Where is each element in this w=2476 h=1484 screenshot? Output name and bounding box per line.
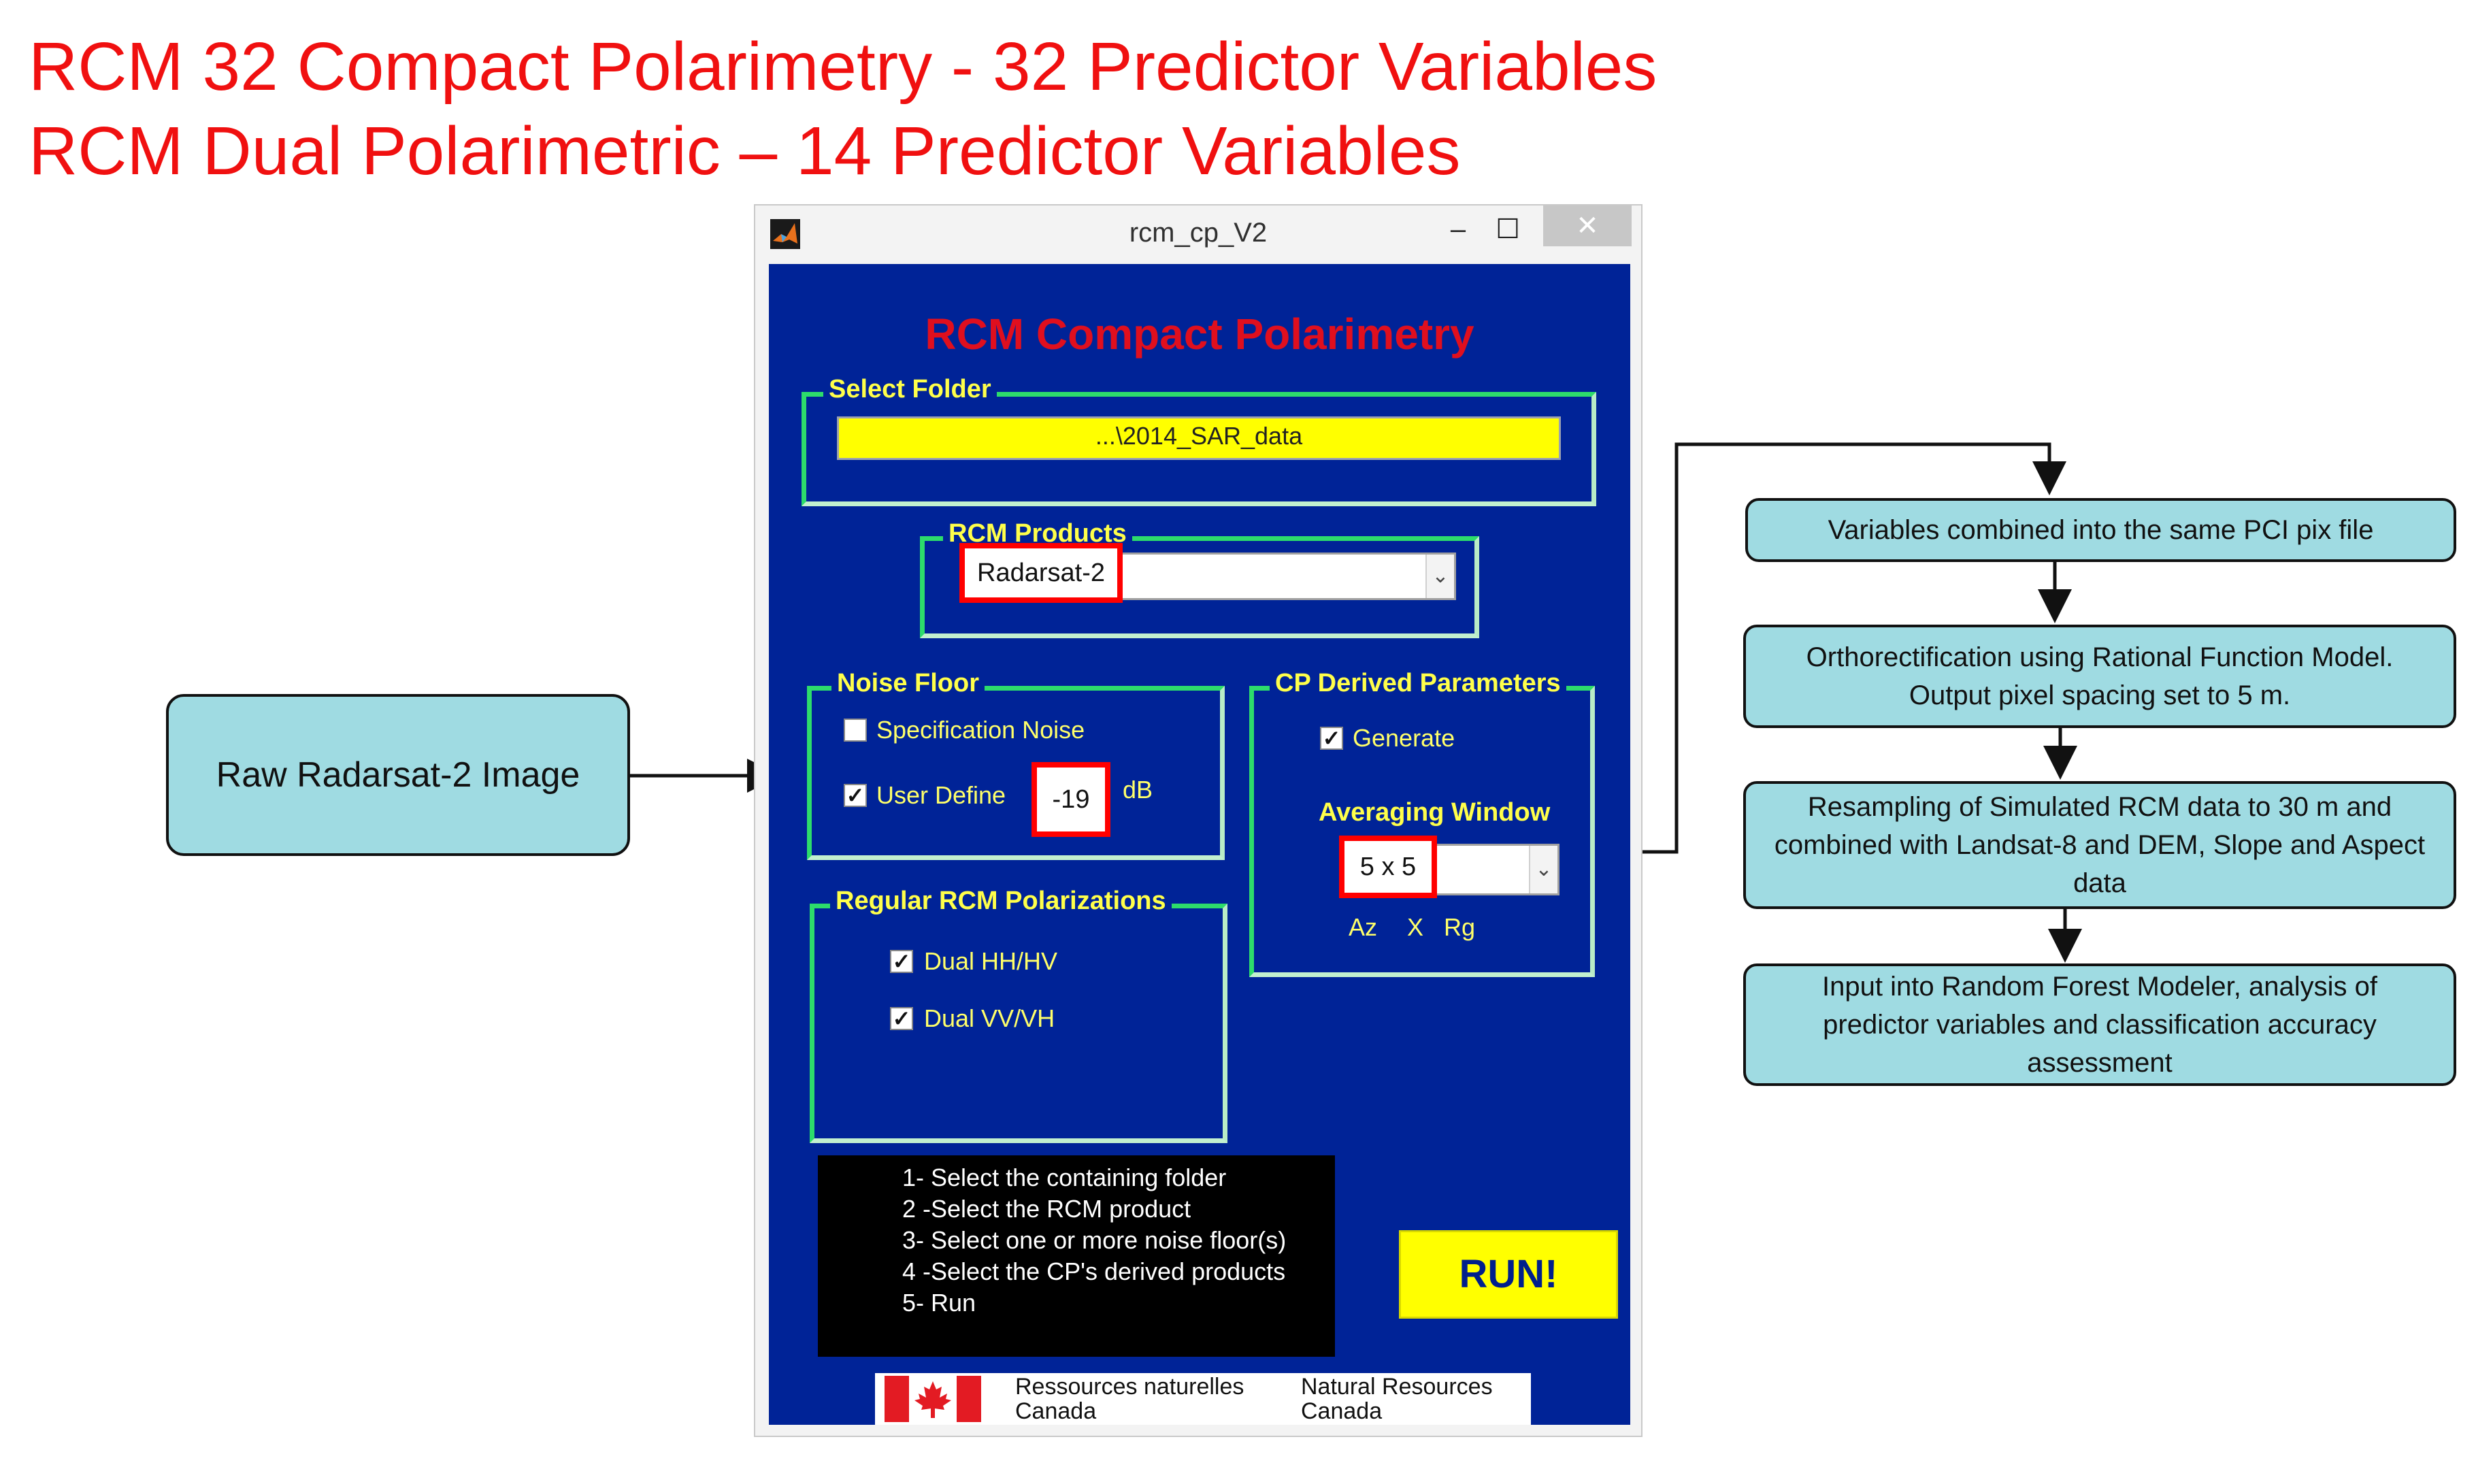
matlab-icon: [770, 219, 800, 249]
flow-step-1: Variables combined into the same PCI pix…: [1745, 498, 2456, 562]
flow-step-2: Orthorectification using Rational Functi…: [1743, 625, 2456, 728]
minimize-button[interactable]: –: [1450, 214, 1466, 244]
spec-noise-label: Specification Noise: [876, 716, 1085, 744]
headline-line-2: RCM Dual Polarimetric – 14 Predictor Var…: [29, 113, 1461, 189]
window-titlebar[interactable]: rcm_cp_V2 – ☐ ✕: [755, 205, 1641, 264]
window-title: rcm_cp_V2: [1129, 218, 1268, 248]
run-button[interactable]: RUN!: [1399, 1230, 1618, 1319]
axis-x-label: X: [1407, 913, 1424, 941]
instruction-line: 1- Select the containing folder: [902, 1164, 1227, 1191]
averaging-window-selected[interactable]: 5 x 5: [1339, 836, 1437, 898]
instruction-line: 5- Run: [902, 1289, 976, 1317]
noise-floor-group: [807, 686, 1225, 860]
chevron-down-icon[interactable]: ⌄: [1529, 846, 1557, 893]
noise-floor-unit: dB: [1123, 776, 1153, 804]
user-define-label: User Define: [876, 781, 1006, 809]
select-folder-label: Select Folder: [823, 374, 997, 404]
chevron-down-icon[interactable]: ⌄: [1425, 555, 1454, 598]
dual-hh-hv-checkbox[interactable]: ✓: [890, 950, 913, 973]
logo-en-line-2: Canada: [1301, 1398, 1383, 1424]
close-button[interactable]: ✕: [1543, 205, 1632, 246]
logo-en-line-1: Natural Resources: [1301, 1374, 1493, 1400]
cp-derived-label: CP Derived Parameters: [1270, 668, 1566, 698]
headline-line-1: RCM 32 Compact Polarimetry - 32 Predicto…: [29, 29, 1657, 105]
axis-rg-label: Rg: [1444, 913, 1476, 941]
flow-step-4: Input into Random Forest Modeler, analys…: [1743, 963, 2456, 1086]
app-panel: RCM Compact Polarimetry Select Folder ..…: [769, 264, 1630, 1425]
generate-label: Generate: [1353, 724, 1455, 752]
rcm-products-group: [920, 536, 1479, 638]
flow-step-3: Resampling of Simulated RCM data to 30 m…: [1743, 781, 2456, 909]
noise-floor-value-input[interactable]: -19: [1031, 762, 1110, 837]
canada-flag-icon: [885, 1376, 981, 1422]
instruction-line: 4 -Select the CP's derived products: [902, 1257, 1286, 1285]
instruction-line: 3- Select one or more noise floor(s): [902, 1226, 1287, 1254]
flow-input-box: Raw Radarsat-2 Image: [166, 694, 630, 856]
noise-floor-label: Noise Floor: [831, 668, 985, 698]
spec-noise-checkbox[interactable]: [844, 719, 867, 742]
user-define-checkbox[interactable]: ✓: [844, 784, 867, 807]
averaging-window-label: Averaging Window: [1319, 798, 1551, 827]
app-window: rcm_cp_V2 – ☐ ✕ RCM Compact Polarimetry …: [754, 204, 1643, 1437]
dual-hh-hv-label: Dual HH/HV: [924, 947, 1058, 975]
logo-fr-line-2: Canada: [1015, 1398, 1097, 1424]
folder-path-field[interactable]: ...\2014_SAR_data: [837, 416, 1561, 460]
maximize-button[interactable]: ☐: [1496, 214, 1520, 244]
rcm-products-selected[interactable]: Radarsat-2: [959, 543, 1123, 603]
select-folder-group: [802, 392, 1596, 506]
generate-checkbox[interactable]: ✓: [1320, 727, 1343, 750]
dual-vv-vh-checkbox[interactable]: ✓: [890, 1007, 913, 1030]
logo-fr-line-1: Ressources naturelles: [1015, 1374, 1244, 1400]
instruction-line: 2 -Select the RCM product: [902, 1195, 1191, 1223]
app-title: RCM Compact Polarimetry: [925, 310, 1474, 359]
arrow-window-to-steps: [1643, 442, 2066, 854]
dual-vv-vh-label: Dual VV/VH: [924, 1004, 1055, 1032]
nrcan-logo-bar: Ressources naturelles Canada Natural Res…: [875, 1373, 1531, 1425]
instructions-panel: 1- Select the containing folder 2 -Selec…: [818, 1155, 1335, 1357]
regular-pol-label: Regular RCM Polarizations: [830, 886, 1172, 916]
axis-az-label: Az: [1349, 913, 1378, 941]
